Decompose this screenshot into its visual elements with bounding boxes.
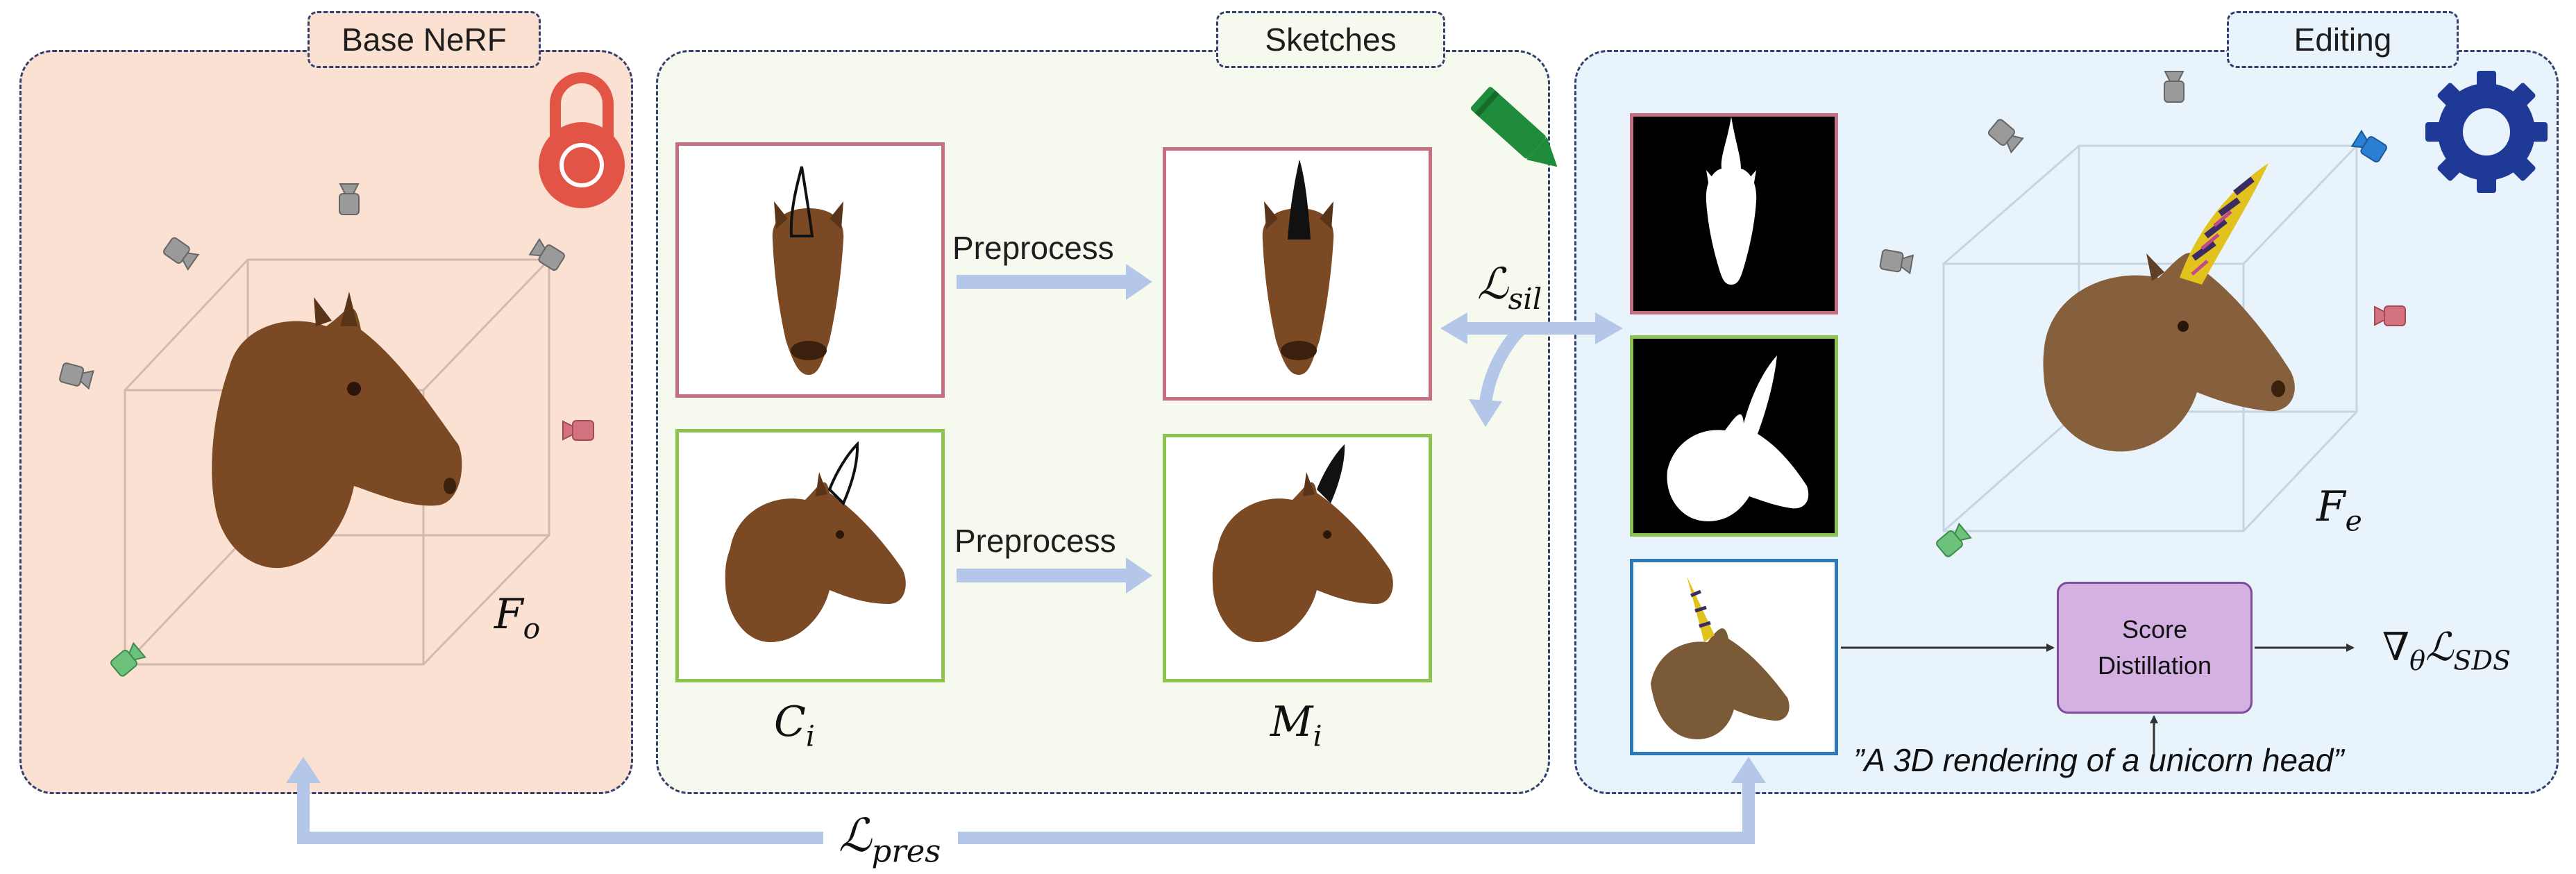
score-distillation-label-1: Score bbox=[2121, 614, 2188, 644]
preservation-loss-arrow bbox=[286, 757, 1766, 844]
sketch-horse-front bbox=[772, 166, 844, 375]
preprocess-label-top: Preprocess bbox=[952, 230, 1114, 266]
editing-cube bbox=[1942, 144, 2358, 532]
silhouette-side bbox=[1667, 355, 1809, 521]
preservation-loss-label: ℒpres bbox=[839, 809, 941, 870]
silhouette-loss-label: ℒsil bbox=[1477, 258, 1542, 316]
mask-label: Mi bbox=[1270, 698, 1322, 753]
render-unicorn bbox=[1651, 576, 1790, 739]
score-distillation-arrows bbox=[1841, 644, 2355, 755]
preprocess-label-bottom: Preprocess bbox=[954, 523, 1116, 559]
score-distillation-label-2: Distillation bbox=[2097, 651, 2212, 680]
gear-icon bbox=[2425, 71, 2548, 193]
base-field-label: Fo bbox=[494, 590, 541, 646]
camera-icon bbox=[1934, 522, 1972, 559]
base-nerf-title: Base NeRF bbox=[308, 11, 541, 68]
camera-icon bbox=[562, 420, 594, 441]
score-distillation-box: Score Distillation bbox=[2057, 582, 2253, 714]
silhouette-loss-arrow bbox=[1463, 322, 1597, 404]
edited-unicorn-head bbox=[2043, 163, 2295, 452]
mask-horse-side bbox=[1212, 444, 1393, 642]
lock-icon bbox=[539, 72, 625, 208]
pencil-icon bbox=[1470, 87, 1558, 167]
silhouette-front bbox=[1706, 117, 1757, 285]
editing-title: Editing bbox=[2227, 11, 2459, 68]
preprocess-arrow bbox=[957, 264, 1152, 594]
mask-horse-front bbox=[1262, 160, 1334, 375]
base-horse-head bbox=[212, 292, 462, 569]
sds-gradient-label: ∇θℒSDS bbox=[2382, 625, 2511, 676]
edited-field-label: Fe bbox=[2316, 482, 2362, 538]
canvas-label: Ci bbox=[774, 698, 815, 753]
camera-icon bbox=[2374, 305, 2406, 326]
text-prompt: ”A 3D rendering of a unicorn head” bbox=[1853, 742, 2344, 778]
camera-icon bbox=[1878, 71, 2184, 275]
sketch-horse-side bbox=[725, 441, 906, 642]
sketches-title: Sketches bbox=[1216, 11, 1445, 68]
